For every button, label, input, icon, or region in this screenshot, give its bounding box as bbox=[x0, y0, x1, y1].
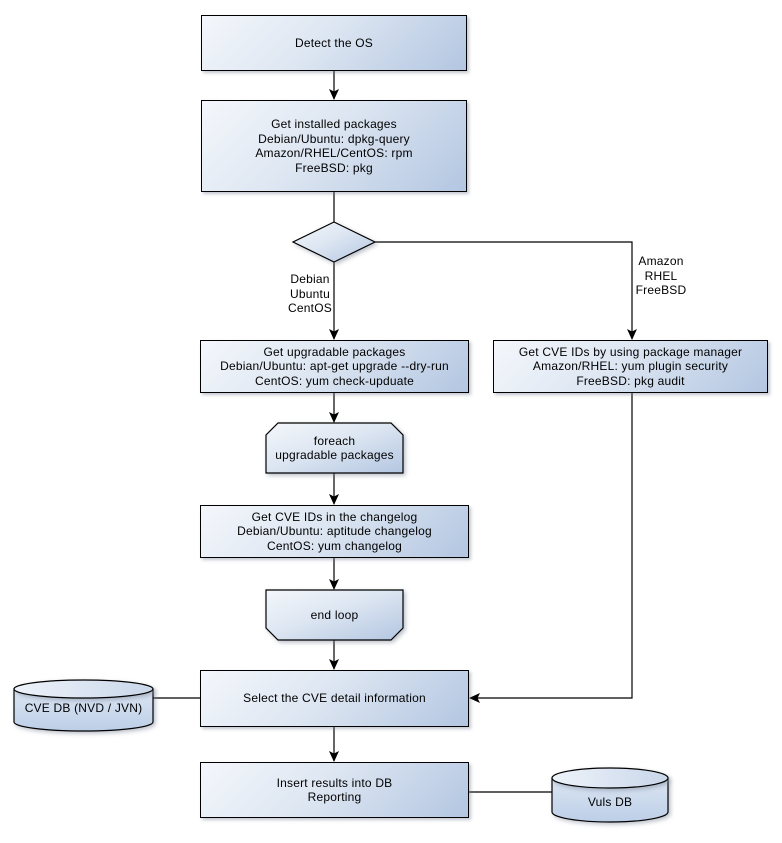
node-get-installed-packages-label: Get installed packages Debian/Ubuntu: dp… bbox=[255, 117, 413, 175]
node-get-cve-ids-changelog-label: Get CVE IDs in the changelog Debian/Ubun… bbox=[237, 509, 432, 553]
node-get-upgradable-packages: Get upgradable packages Debian/Ubuntu: a… bbox=[200, 340, 469, 393]
vuls-db-cylinder bbox=[551, 767, 669, 823]
node-insert-results-label: Insert results into DB Reporting bbox=[276, 775, 393, 805]
node-get-cve-ids-package-manager: Get CVE IDs by using package manager Ama… bbox=[493, 340, 768, 393]
cve-db-cylinder bbox=[13, 679, 154, 732]
node-detect-os: Detect the OS bbox=[201, 15, 467, 71]
node-insert-results: Insert results into DB Reporting bbox=[200, 762, 469, 818]
node-get-cve-ids-changelog: Get CVE IDs in the changelog Debian/Ubun… bbox=[200, 505, 469, 558]
node-get-cve-ids-package-manager-label: Get CVE IDs by using package manager Ama… bbox=[518, 344, 743, 388]
node-select-cve-detail: Select the CVE detail information bbox=[200, 670, 469, 727]
node-select-cve-detail-label: Select the CVE detail information bbox=[243, 691, 426, 706]
decision-diamond bbox=[291, 221, 377, 263]
connector-decision-to-pkg-manager bbox=[375, 241, 637, 340]
label-branch-amazon-rhel-freebsd: Amazon RHEL FreeBSD bbox=[635, 254, 687, 297]
connector-pkgmanager-to-select bbox=[469, 393, 633, 703]
node-detect-os-label: Detect the OS bbox=[295, 35, 373, 50]
node-get-installed-packages: Get installed packages Debian/Ubuntu: dp… bbox=[201, 100, 467, 192]
end-loop-shape bbox=[265, 589, 404, 641]
label-branch-debian-ubuntu-centos: Debian Ubuntu CentOS bbox=[288, 272, 332, 315]
node-get-upgradable-packages-label: Get upgradable packages Debian/Ubuntu: a… bbox=[220, 344, 449, 388]
foreach-loop-shape bbox=[265, 422, 404, 474]
